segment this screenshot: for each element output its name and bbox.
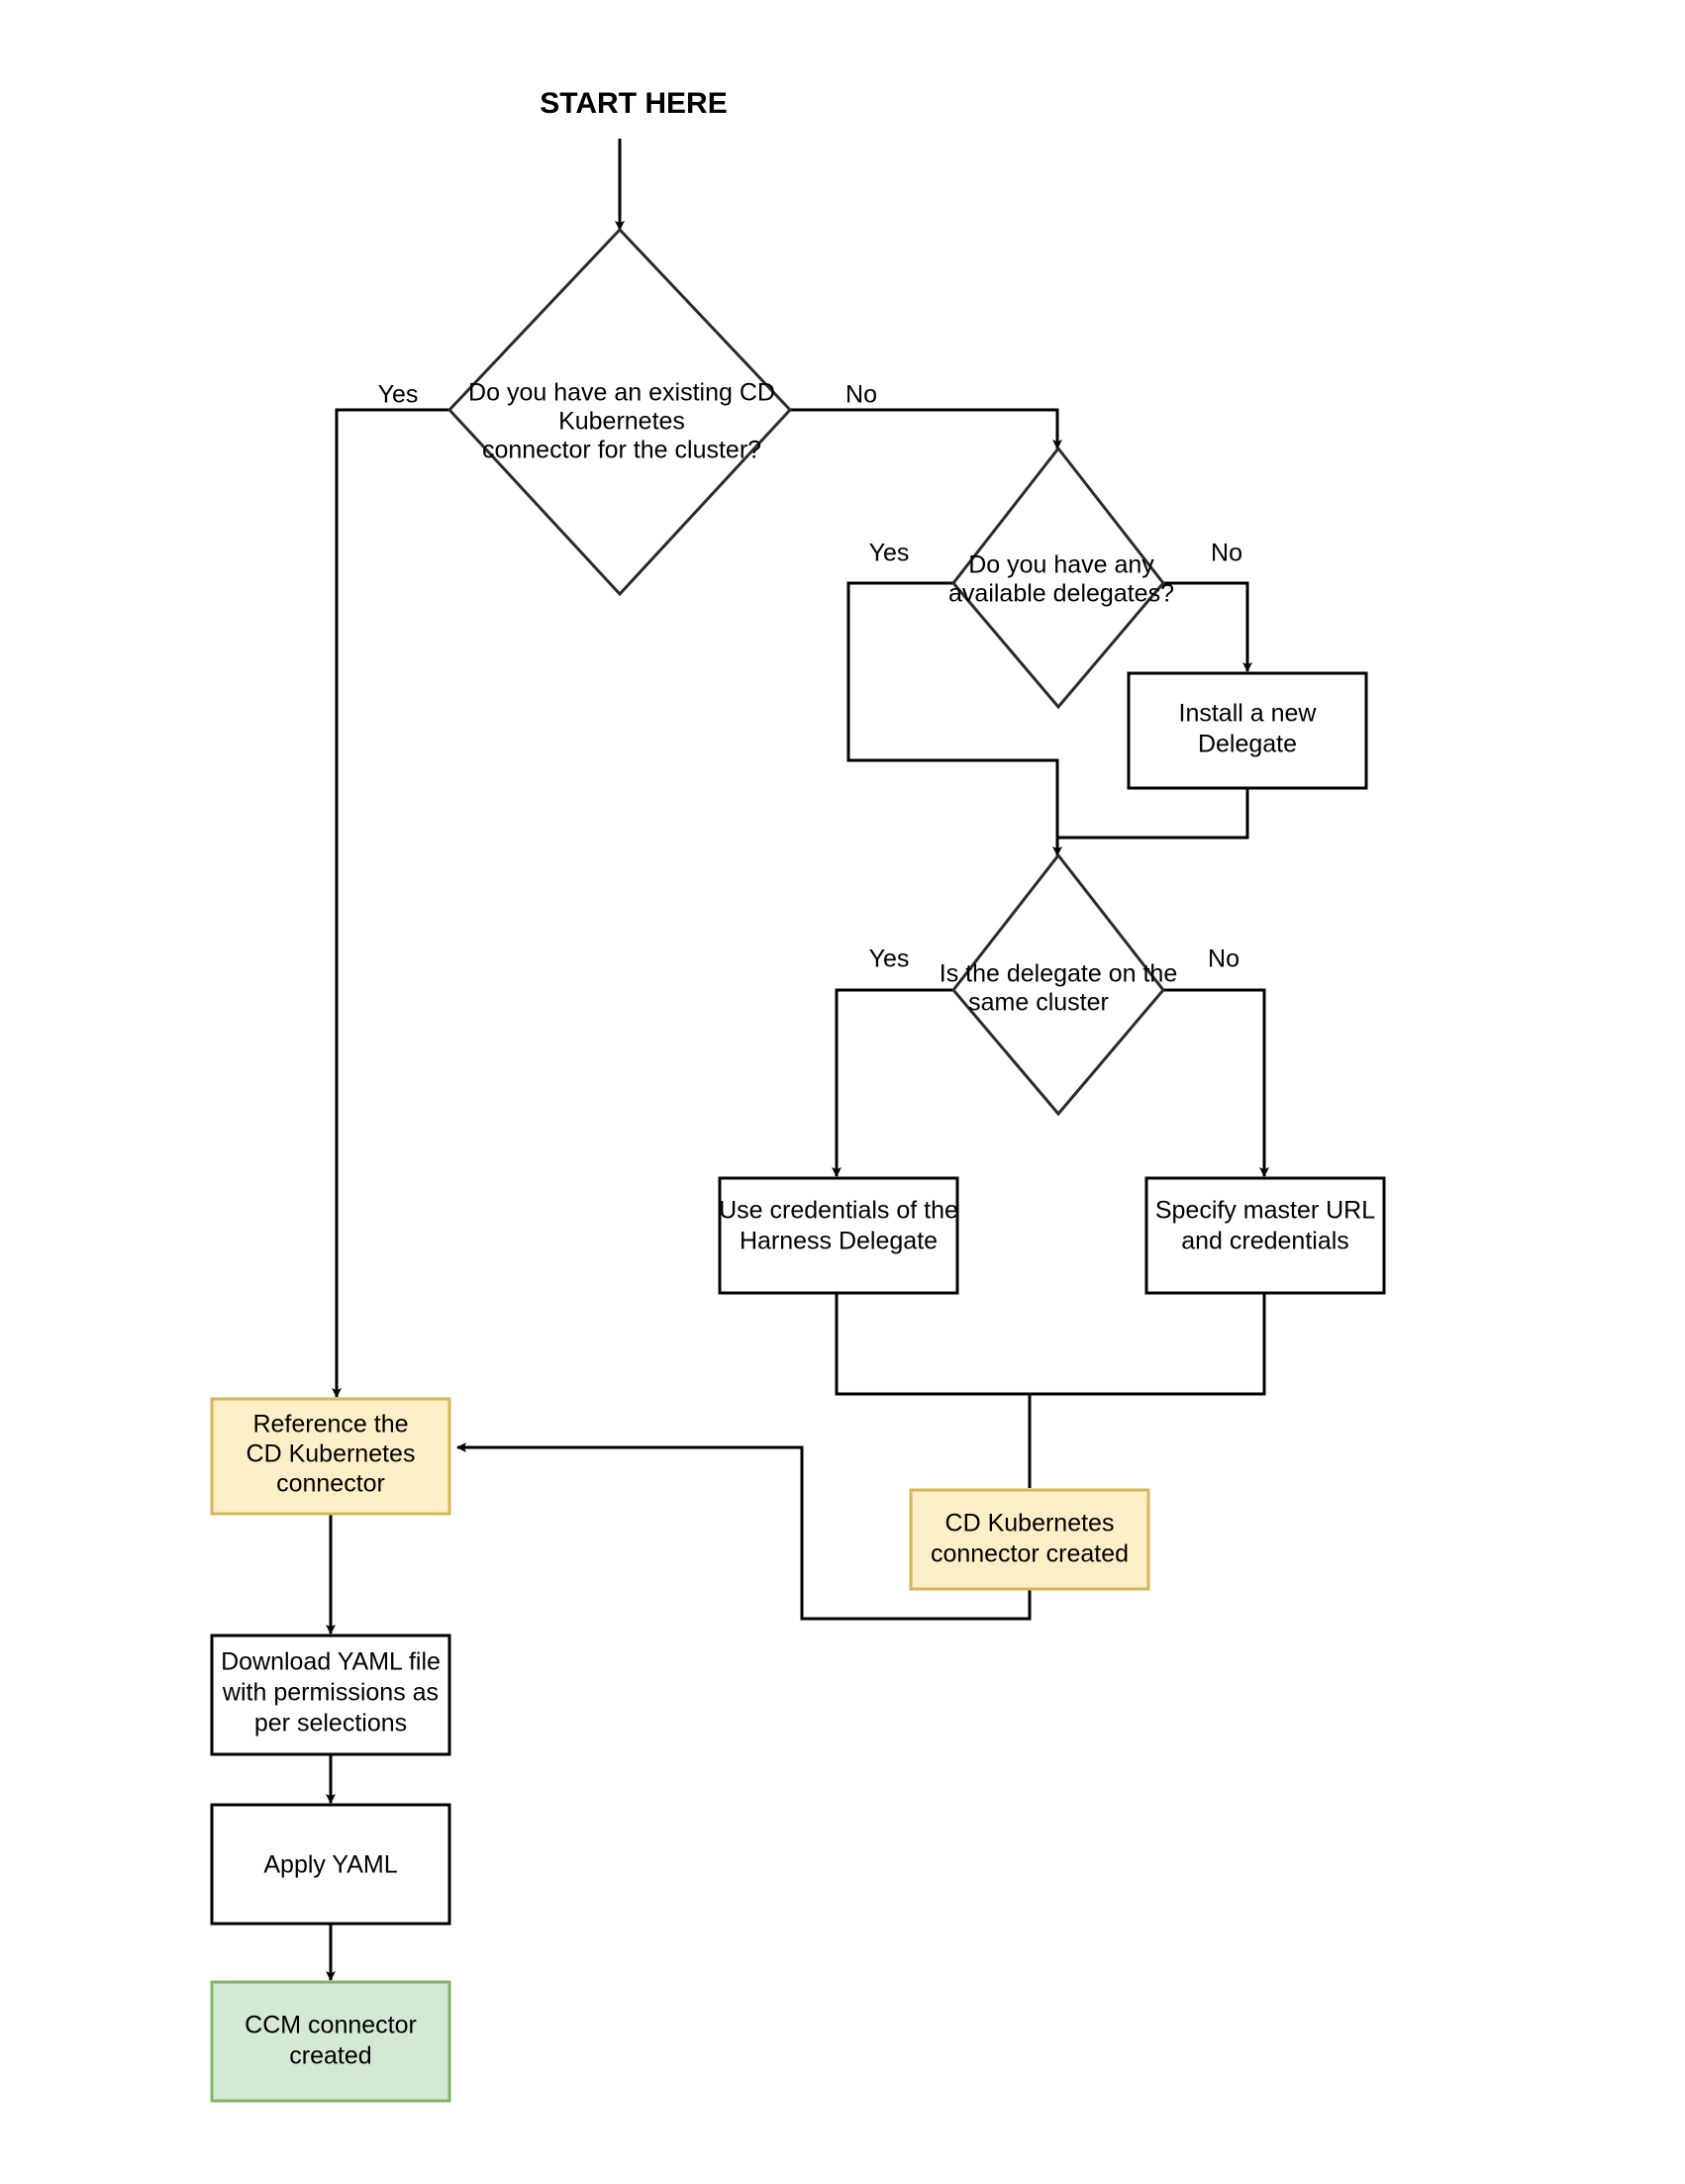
process-download-yaml-shape — [210, 1634, 451, 1756]
start-here-text: START HERE — [540, 87, 727, 120]
highlight-reference-cd-connector-line-3: connector — [276, 1470, 385, 1498]
edge-d3-yes-to-use-credentials — [832, 988, 953, 1177]
process-use-harness-delegate-credentials-line-2: Harness Delegate — [740, 1228, 938, 1255]
highlight-reference-cd-connector[interactable]: Reference the CD Kubernetes connector — [210, 1397, 451, 1516]
highlight-ccm-connector-created-line-2: created — [289, 2042, 371, 2070]
decision-existing-cd-connector-line-1: Do you have an existing CD — [468, 379, 775, 407]
decision-available-delegates-line-1: Do you have any — [968, 551, 1154, 579]
highlight-ccm-connector-created-line-1: CCM connector — [245, 2012, 417, 2039]
process-download-yaml-line-2: with permissions as — [222, 1679, 439, 1707]
edge-label-d1-yes: Yes — [378, 381, 419, 409]
highlight-reference-cd-connector-line-2: CD Kubernetes — [247, 1440, 416, 1468]
decision-available-delegates-shape — [951, 446, 1165, 710]
edge-label-d3-yes: Yes — [869, 945, 910, 973]
process-install-new-delegate[interactable]: Install a new Delegate — [1127, 671, 1368, 790]
decision-delegate-same-cluster[interactable]: Is the delegate on the same cluster — [940, 852, 1177, 1117]
decision-delegate-same-cluster-line-1: Is the delegate on the — [940, 960, 1177, 988]
edge-label-d3-no: No — [1208, 945, 1239, 973]
process-download-yaml-line-3: per selections — [254, 1710, 407, 1737]
edge-label-d2-no: No — [1211, 540, 1242, 567]
edge-install-to-d3 — [1057, 788, 1249, 840]
edge-d2-no-to-install — [1163, 581, 1252, 672]
process-use-harness-delegate-credentials[interactable]: Use credentials of the Harness Delegate — [718, 1176, 959, 1295]
decision-existing-cd-connector-line-3: connector for the cluster? — [482, 437, 761, 464]
process-install-new-delegate-shape — [1127, 671, 1368, 790]
process-apply-yaml[interactable]: Apply YAML — [210, 1803, 451, 1926]
edge-d1-no-to-d2 — [790, 408, 1062, 449]
highlight-cd-connector-created-shape — [909, 1488, 1150, 1591]
edge-label-d2-yes: Yes — [869, 540, 910, 567]
edge-d2-yes-to-d3 — [846, 581, 1062, 856]
edge-label-d1-no: No — [845, 381, 877, 409]
decision-existing-cd-connector[interactable]: Do you have an existing CD Kubernetes co… — [446, 227, 793, 597]
start-here-label: START HERE — [540, 87, 727, 120]
decision-available-delegates-line-2: available delegates? — [948, 580, 1174, 608]
edge-specify-master-merge — [1030, 1293, 1266, 1396]
edge-d3-no-to-specify-master — [1163, 988, 1269, 1177]
process-install-new-delegate-line-1: Install a new — [1179, 700, 1318, 728]
process-specify-master-url-line-2: and credentials — [1181, 1228, 1349, 1255]
process-apply-yaml-line-1: Apply YAML — [263, 1851, 397, 1879]
process-specify-master-url-line-1: Specify master URL — [1155, 1197, 1375, 1225]
decision-delegate-same-cluster-line-2: same cluster — [968, 989, 1109, 1017]
highlight-cd-connector-created-line-1: CD Kubernetes — [945, 1510, 1115, 1538]
highlight-reference-cd-connector-line-1: Reference the — [252, 1411, 408, 1439]
process-use-harness-delegate-credentials-line-1: Use credentials of the — [719, 1197, 958, 1225]
edge-use-credentials-merge — [835, 1293, 1030, 1396]
highlight-cd-connector-created[interactable]: CD Kubernetes connector created — [909, 1488, 1150, 1591]
process-apply-yaml-shape — [210, 1803, 451, 1926]
decision-delegate-same-cluster-shape — [951, 852, 1165, 1117]
decision-existing-cd-connector-line-2: Kubernetes — [558, 408, 685, 436]
process-use-harness-delegate-credentials-shape — [718, 1176, 959, 1295]
decision-existing-cd-connector-shape — [446, 227, 793, 597]
edge-connector-created-to-reference — [456, 1442, 1032, 1621]
process-install-new-delegate-line-2: Delegate — [1198, 731, 1297, 758]
process-specify-master-url-shape — [1144, 1176, 1386, 1295]
highlight-ccm-connector-created[interactable]: CCM connector created — [210, 1980, 451, 2103]
process-download-yaml-line-1: Download YAML file — [221, 1648, 441, 1676]
highlight-reference-cd-connector-shape — [210, 1397, 451, 1516]
edge-d1-yes-to-reference — [332, 408, 449, 1398]
highlight-cd-connector-created-line-2: connector created — [931, 1540, 1129, 1568]
highlight-ccm-connector-created-shape — [210, 1980, 451, 2103]
process-specify-master-url[interactable]: Specify master URL and credentials — [1144, 1176, 1386, 1295]
process-download-yaml[interactable]: Download YAML file with permissions as p… — [210, 1634, 451, 1756]
decision-available-delegates[interactable]: Do you have any available delegates? — [948, 446, 1174, 710]
